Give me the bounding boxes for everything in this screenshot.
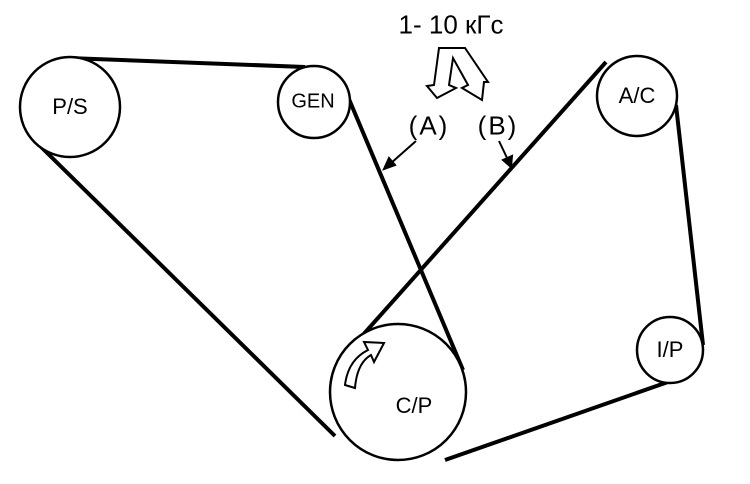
belt-segment-ip-cp xyxy=(444,380,669,462)
belt-segment-ps-cp xyxy=(32,138,337,438)
belt-segment-cp-ac xyxy=(343,60,608,357)
belt-segment-ac-ip xyxy=(674,104,705,346)
force-split-arrow-icon xyxy=(425,47,490,102)
label-b: (B) xyxy=(477,110,519,141)
belt xyxy=(32,56,705,462)
pulley-label-ps: P/S xyxy=(52,94,88,119)
label-a: (A) xyxy=(408,110,450,141)
belt-segment-ps-gen xyxy=(67,56,306,69)
rotation-arrow-icon xyxy=(343,340,386,390)
belt-segment-gen-cp xyxy=(344,91,465,371)
pointer-a-icon xyxy=(389,140,417,165)
pulley-label-ac: A/C xyxy=(618,83,656,108)
pulley-ip xyxy=(635,315,705,385)
pulley-label-cp: C/P xyxy=(395,393,433,418)
pulley-ac xyxy=(595,54,679,138)
pulley-gen xyxy=(276,64,352,140)
pointer-b-icon xyxy=(498,140,509,161)
pulley-cp xyxy=(328,322,468,462)
pulley-label-gen: GEN xyxy=(291,90,335,113)
pulley-ps xyxy=(18,55,122,159)
force-label: 1- 10 кГс xyxy=(398,9,504,40)
pulley-label-ip: I/P xyxy=(656,337,684,362)
